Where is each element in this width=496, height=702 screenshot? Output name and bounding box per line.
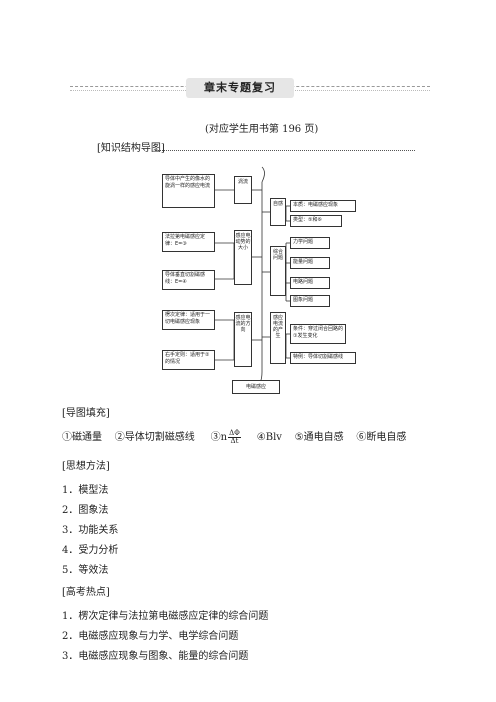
left-box-right-hand: 右手定则：适用于② 的情况 (162, 350, 220, 370)
right-box-mechanics: 力学问题 (290, 237, 330, 249)
fraction-denominator: Δt (230, 437, 239, 445)
method-item: 2．图象法 (62, 505, 109, 516)
hot-item: 1．楞次定律与法拉第电磁感应定律的综合问题 (62, 611, 269, 622)
right-mid-box-self-induction: 自感 (270, 198, 286, 226)
hot-item: 3．电磁感应现象与图象、能量的综合问题 (62, 651, 249, 662)
left-box-cutting: 导体垂直切割磁感线：E=④ (162, 270, 215, 290)
right-box-graph: 图象问题 (290, 295, 330, 307)
hot-section-title: [高考热点] (62, 587, 110, 598)
method-item: 5．等效法 (62, 565, 109, 576)
right-mid-box-comprehensive: 综合问题 (270, 246, 286, 296)
right-box-circuit: 电路问题 (290, 277, 330, 289)
methods-section-title: [思想方法] (62, 461, 110, 472)
right-box-energy: 能量问题 (290, 257, 330, 269)
right-box-essence: 本质：电磁感应现象 (290, 200, 356, 212)
map-section-dots (155, 150, 415, 151)
method-item: 3．功能关系 (62, 525, 119, 536)
left-box-faraday: 法拉第电磁感应定律：E=③ (162, 232, 215, 252)
fill-item-5: ⑤通电自感 (294, 432, 344, 443)
method-item: 4．受力分析 (62, 545, 119, 556)
bottom-box: 电磁感应 (232, 380, 280, 394)
mid-box-eddy: 涡流 (234, 176, 252, 204)
fill-item-3-prefix: ③n (210, 432, 228, 443)
fill-item-6: ⑥断电自感 (356, 432, 407, 443)
map-section-title: [知识结构导图] (97, 143, 165, 154)
page-reference: (对应学生用书第 196 页) (205, 124, 319, 135)
fill-section-title: [导图填充] (62, 408, 110, 419)
hot-item: 2．电磁感应现象与力学、电学综合问题 (62, 631, 239, 642)
mid-box-direction: 感应电流的方向 (234, 312, 252, 367)
right-box-special-case: 特例：导体切割磁感线 (290, 352, 356, 364)
left-box-eddy: 导体中产生的像水的旋涡一样的感应电流 (162, 174, 215, 208)
fill-item-1: ①磁通量 (62, 432, 102, 443)
right-mid-box-generation: 感应电流的产生 (270, 312, 286, 364)
fraction-numerator: ΔΦ (228, 429, 241, 438)
fill-item-2: ②导体切割磁感线 (114, 432, 195, 443)
right-box-condition: 条件：穿过闭合回路的①发生变化 (290, 324, 346, 344)
method-item: 1．模型法 (62, 485, 109, 496)
left-box-lenz: 楞次定律：适用于一切电磁感应现象 (162, 310, 215, 330)
chapter-banner: 章末专题复习 (186, 78, 294, 98)
fill-item-4: ④Blv (256, 432, 282, 443)
mid-box-emf: 感应电动势的大小 (234, 230, 252, 285)
right-box-types: 类型：⑤和⑥ (290, 215, 342, 227)
knowledge-map: 导体中产生的像水的旋涡一样的感应电流 法拉第电磁感应定律：E=③ 导体垂直切割磁… (160, 162, 360, 400)
